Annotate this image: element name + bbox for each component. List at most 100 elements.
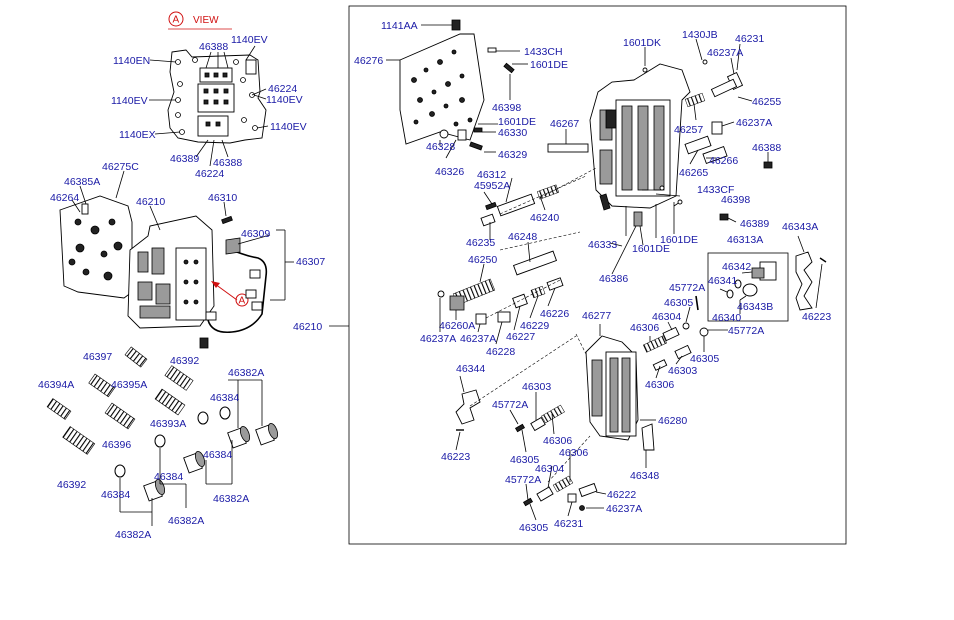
label-46348[interactable]: 46348 <box>630 470 659 482</box>
label-46393A[interactable]: 46393A <box>150 418 186 430</box>
label-46305-b[interactable]: 46305 <box>690 353 719 365</box>
label-46343A[interactable]: 46343A <box>782 221 818 233</box>
label-46385A[interactable]: 46385A <box>64 176 100 188</box>
label-45772A-c[interactable]: 45772A <box>492 399 528 411</box>
label-46231-b[interactable]: 46231 <box>554 518 583 530</box>
label-46384-d[interactable]: 46384 <box>101 489 130 501</box>
label-46280[interactable]: 46280 <box>658 415 687 427</box>
label-46210-main[interactable]: 46210 <box>293 321 322 333</box>
label-46344[interactable]: 46344 <box>456 363 485 375</box>
label-46304-b[interactable]: 46304 <box>535 463 564 475</box>
label-45772A-a[interactable]: 45772A <box>669 282 705 294</box>
label-46224-a[interactable]: 46224 <box>268 83 297 95</box>
label-1140EV-d[interactable]: 1140EV <box>270 121 307 133</box>
label-1140EV-b[interactable]: 1140EV <box>266 94 303 106</box>
label-46389-r[interactable]: 46389 <box>740 218 769 230</box>
label-1601DE-c[interactable]: 1601DE <box>660 234 698 246</box>
label-46343B[interactable]: 46343B <box>737 301 773 313</box>
label-46231-a[interactable]: 46231 <box>735 33 764 45</box>
label-46306-a[interactable]: 46306 <box>630 322 659 334</box>
label-46267[interactable]: 46267 <box>550 118 579 130</box>
label-46224-b[interactable]: 46224 <box>195 168 224 180</box>
label-46303-b[interactable]: 46303 <box>522 381 551 393</box>
label-1140EV-c[interactable]: 1140EV <box>111 95 148 107</box>
label-46306-d[interactable]: 46306 <box>559 447 588 459</box>
label-1140EV-a[interactable]: 1140EV <box>231 34 268 46</box>
label-46313A[interactable]: 46313A <box>727 234 763 246</box>
label-46330[interactable]: 46330 <box>498 127 527 139</box>
label-46389-top[interactable]: 46389 <box>170 153 199 165</box>
label-1140EN[interactable]: 1140EN <box>113 55 150 67</box>
label-46250[interactable]: 46250 <box>468 254 497 266</box>
label-46240[interactable]: 46240 <box>530 212 559 224</box>
label-1601DE-a[interactable]: 1601DE <box>530 59 568 71</box>
label-46382A-d[interactable]: 46382A <box>115 529 151 541</box>
label-46304-a[interactable]: 46304 <box>652 311 681 323</box>
label-46226[interactable]: 46226 <box>540 308 569 320</box>
label-46342[interactable]: 46342 <box>722 261 751 273</box>
label-46222[interactable]: 46222 <box>607 489 636 501</box>
label-1433CF[interactable]: 1433CF <box>697 184 734 196</box>
label-46237A-c[interactable]: 46237A <box>420 333 456 345</box>
label-46397[interactable]: 46397 <box>83 351 112 363</box>
label-46227[interactable]: 46227 <box>506 331 535 343</box>
label-1601DE-b[interactable]: 1601DE <box>498 116 536 128</box>
label-46265[interactable]: 46265 <box>679 167 708 179</box>
label-46248[interactable]: 46248 <box>508 231 537 243</box>
label-46388-top[interactable]: 46388 <box>199 41 228 53</box>
label-46229[interactable]: 46229 <box>520 320 549 332</box>
label-46303-a[interactable]: 46303 <box>668 365 697 377</box>
label-46266[interactable]: 46266 <box>709 155 738 167</box>
label-46386[interactable]: 46386 <box>599 273 628 285</box>
label-46382A-b[interactable]: 46382A <box>213 493 249 505</box>
label-46394A[interactable]: 46394A <box>38 379 74 391</box>
label-46341[interactable]: 46341 <box>708 275 737 287</box>
label-45772A-d[interactable]: 45772A <box>505 474 541 486</box>
label-1430JB[interactable]: 1430JB <box>682 29 718 41</box>
label-46309[interactable]: 46309 <box>241 228 270 240</box>
label-46384-b[interactable]: 46384 <box>203 449 232 461</box>
label-46388-bottom[interactable]: 46388 <box>213 157 242 169</box>
label-1601DE-d[interactable]: 1601DE <box>632 243 670 255</box>
label-46398-b[interactable]: 46398 <box>721 194 750 206</box>
label-46398-a[interactable]: 46398 <box>492 102 521 114</box>
label-45772A-b[interactable]: 45772A <box>728 325 764 337</box>
label-46237A-d[interactable]: 46237A <box>460 333 496 345</box>
label-46255[interactable]: 46255 <box>752 96 781 108</box>
label-46306-c[interactable]: 46306 <box>543 435 572 447</box>
label-46237A-b[interactable]: 46237A <box>736 117 772 129</box>
label-46388-r[interactable]: 46388 <box>752 142 781 154</box>
label-46312[interactable]: 46312 <box>477 169 506 181</box>
label-46237A-a[interactable]: 46237A <box>707 47 743 59</box>
label-1140EX[interactable]: 1140EX <box>119 129 156 141</box>
label-46307[interactable]: 46307 <box>296 256 325 268</box>
label-46260A[interactable]: 46260A <box>439 320 475 332</box>
label-46382A-a[interactable]: 46382A <box>228 367 264 379</box>
label-46237A-e[interactable]: 46237A <box>606 503 642 515</box>
label-46310[interactable]: 46310 <box>208 192 237 204</box>
label-46396[interactable]: 46396 <box>102 439 131 451</box>
label-46305-d[interactable]: 46305 <box>519 522 548 534</box>
label-46392-b[interactable]: 46392 <box>57 479 86 491</box>
label-46264[interactable]: 46264 <box>50 192 79 204</box>
label-46382A-c[interactable]: 46382A <box>168 515 204 527</box>
label-46257[interactable]: 46257 <box>674 124 703 136</box>
label-46305-c[interactable]: 46305 <box>510 454 539 466</box>
label-46384-c[interactable]: 46384 <box>154 471 183 483</box>
label-46228[interactable]: 46228 <box>486 346 515 358</box>
label-46210[interactable]: 46210 <box>136 196 165 208</box>
label-46328[interactable]: 46328 <box>426 141 455 153</box>
label-46235[interactable]: 46235 <box>466 237 495 249</box>
label-46305-a[interactable]: 46305 <box>664 297 693 309</box>
label-46275C[interactable]: 46275C <box>102 161 139 173</box>
label-1601DK[interactable]: 1601DK <box>623 37 661 49</box>
label-46340[interactable]: 46340 <box>712 312 741 324</box>
label-46277[interactable]: 46277 <box>582 310 611 322</box>
label-45952A[interactable]: 45952A <box>474 180 510 192</box>
label-46333[interactable]: 46333 <box>588 239 617 251</box>
label-46223-b[interactable]: 46223 <box>441 451 470 463</box>
label-46392-a[interactable]: 46392 <box>170 355 199 367</box>
label-1433CH[interactable]: 1433CH <box>524 46 563 58</box>
label-46276[interactable]: 46276 <box>354 55 383 67</box>
label-46395A[interactable]: 46395A <box>111 379 147 391</box>
